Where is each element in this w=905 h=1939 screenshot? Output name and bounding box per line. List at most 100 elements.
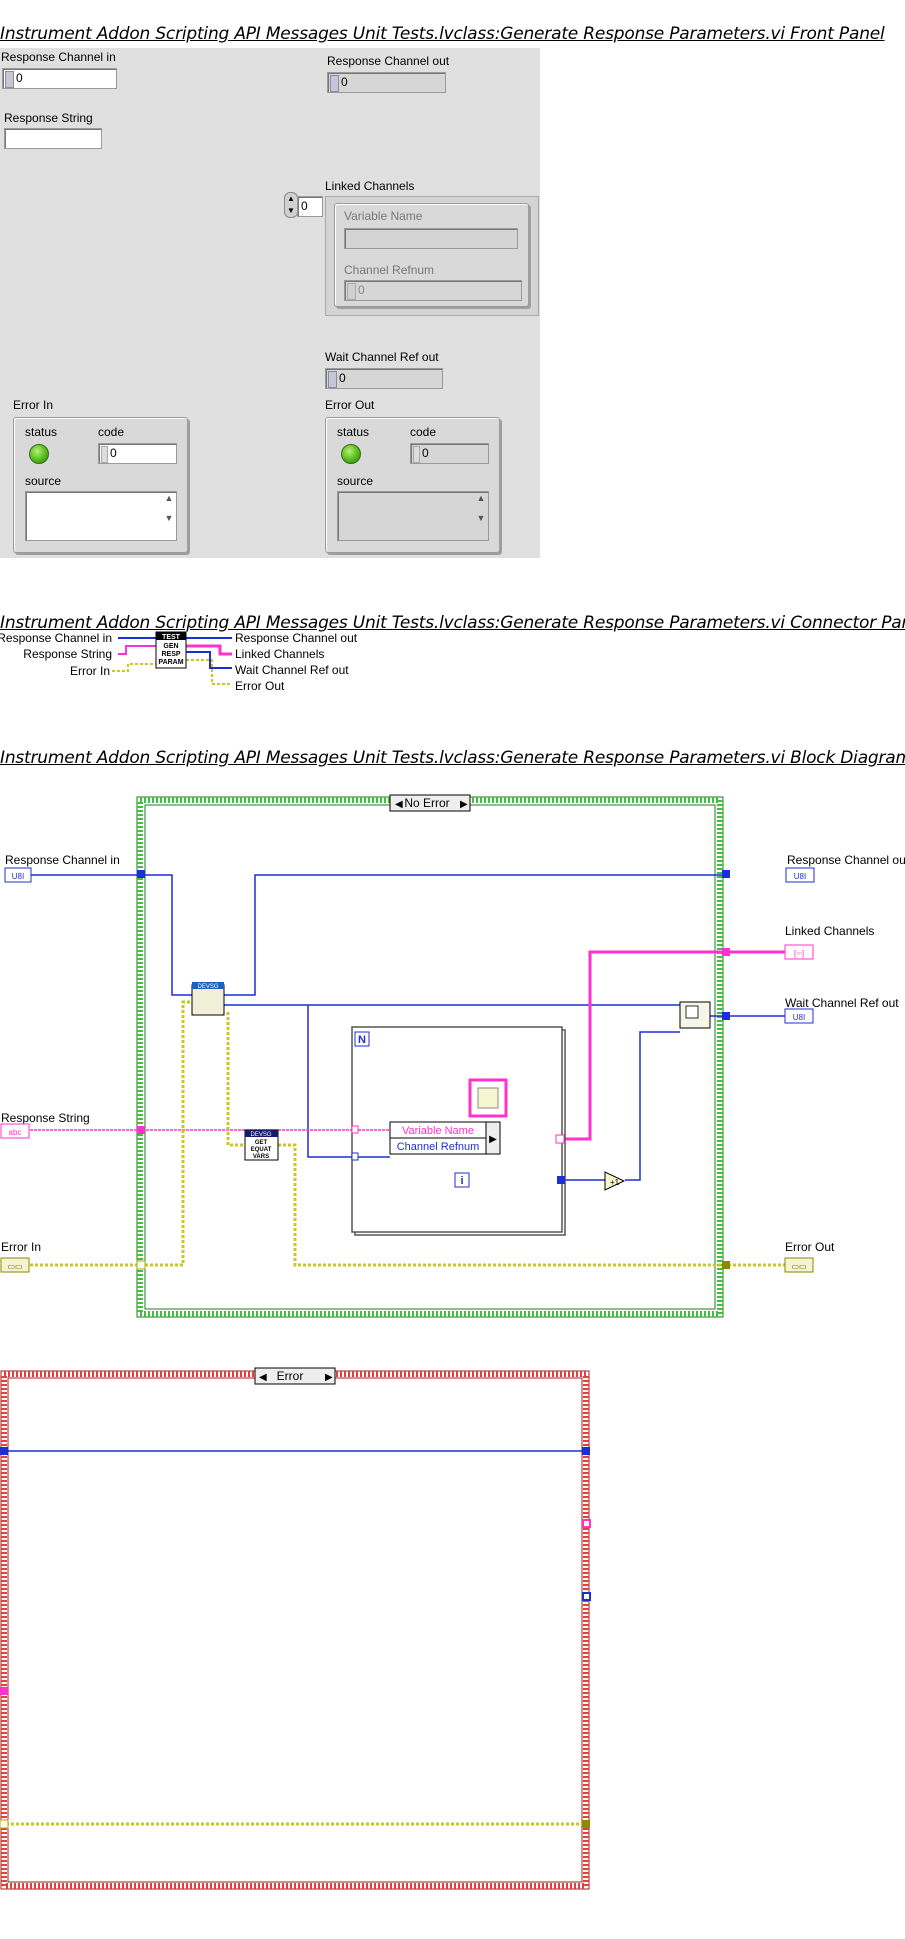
terminal-label-wait-channel-ref-out: Wait Channel Ref out xyxy=(785,996,899,1010)
error-out-status-label: status xyxy=(337,425,370,439)
terminal-error-out: ▭▭ xyxy=(784,1257,814,1273)
svg-text:▭▭: ▭▭ xyxy=(7,1262,22,1271)
wire-increment xyxy=(625,1031,680,1181)
case-selector[interactable]: ◀ ▶ Error xyxy=(254,1367,336,1385)
svg-text:U8I: U8I xyxy=(12,872,24,881)
block-diagram-error-case: ◀ ▶ Error xyxy=(0,1367,591,1890)
block-diagram-title: Instrument Addon Scripting API Messages … xyxy=(0,748,905,768)
wire-error xyxy=(112,663,156,672)
code-radix-icon xyxy=(413,446,420,463)
wire-string xyxy=(118,645,156,655)
error-out-cluster: status code 0 source ▲▼ xyxy=(325,417,500,553)
scrollbar[interactable]: ▲▼ xyxy=(476,493,486,523)
refnum-icon xyxy=(330,75,339,92)
bundle-by-name[interactable]: Variable Name Channel Refnum ▶ xyxy=(358,1121,501,1158)
wire-refnum xyxy=(186,651,232,669)
error-in-source-label: source xyxy=(25,474,62,488)
terminal-label-left: Response String xyxy=(23,647,112,661)
case-selector[interactable]: ◀ ▶ No Error xyxy=(389,794,471,812)
terminal-linked-channels: [▫▫] xyxy=(784,944,814,960)
svg-text:DEVSG: DEVSG xyxy=(197,984,218,990)
response-channel-in-label: Response Channel in xyxy=(1,50,116,64)
increment-node[interactable]: +1 xyxy=(604,1171,626,1191)
refnum-icon xyxy=(347,283,356,300)
error-out-label: Error Out xyxy=(325,398,375,412)
icon-line: TEST xyxy=(162,634,181,641)
response-channel-in-control[interactable]: 0 xyxy=(2,68,117,89)
channel-refnum-field: 0 xyxy=(344,280,522,301)
refnum-icon xyxy=(328,371,337,388)
linked-channels-array: Variable Name Channel Refnum 0 xyxy=(325,196,539,316)
error-out-code-label: code xyxy=(410,425,437,439)
svg-text:[▫▫]: [▫▫] xyxy=(794,949,804,958)
subvi-get-params[interactable]: DEVSG xyxy=(191,982,225,1016)
linked-channels-index[interactable]: 0 xyxy=(297,196,323,217)
front-panel: Response Channel in 0 Response String Re… xyxy=(0,48,540,558)
icon-line: RESP xyxy=(161,651,180,658)
wait-channel-node[interactable] xyxy=(679,1001,711,1029)
scrollbar[interactable]: ▲▼ xyxy=(164,493,174,523)
terminal-label-left: Response Channel in xyxy=(0,631,112,645)
terminal-label-right: Linked Channels xyxy=(235,647,324,661)
connector-pane-title: Instrument Addon Scripting API Messages … xyxy=(0,613,905,633)
error-in-status-led[interactable] xyxy=(29,444,49,464)
linked-channels-label: Linked Channels xyxy=(325,179,415,193)
terminal-response-channel-out: U8I xyxy=(785,867,815,883)
channel-refnum-label: Channel Refnum xyxy=(344,263,435,277)
increment-icon[interactable] xyxy=(5,71,14,88)
terminal-label-right: Error Out xyxy=(235,679,285,693)
error-in-cluster: status code 0 source ▲▼ xyxy=(13,417,188,553)
svg-text:▶: ▶ xyxy=(325,1372,333,1383)
svg-text:EQUAT: EQUAT xyxy=(251,1147,272,1153)
svg-text:i: i xyxy=(460,1175,463,1187)
terminal-wait-channel-ref-out: U8I xyxy=(784,1008,814,1024)
wire-response-channel-in xyxy=(30,874,192,996)
terminal-label-error-in: Error In xyxy=(1,1240,41,1254)
icon-line: GEN xyxy=(163,643,178,650)
class-constant-icon xyxy=(468,1078,508,1118)
error-in-source-field[interactable]: ▲▼ xyxy=(25,491,177,541)
svg-text:DEVSG: DEVSG xyxy=(250,1132,271,1138)
loop-count-terminal[interactable] xyxy=(354,1031,370,1047)
array-index-spinner-icon[interactable]: ▲▼ xyxy=(284,192,298,218)
terminal-label-response-string: Response String xyxy=(1,1111,90,1125)
block-diagram-main: ◀ ▶ No Error DEVSG DEVSG xyxy=(0,794,905,1318)
wire-string-array xyxy=(186,644,232,656)
terminal-label-left: Error In xyxy=(70,664,110,678)
response-channel-out-indicator: 0 xyxy=(327,72,446,93)
svg-text:▭▭: ▭▭ xyxy=(791,1262,806,1271)
terminal-label-linked-channels: Linked Channels xyxy=(785,924,874,938)
error-out-source-field: ▲▼ xyxy=(337,491,489,541)
terminal-response-channel-in[interactable]: U8I xyxy=(4,867,32,883)
response-channel-out-label: Response Channel out xyxy=(327,54,450,68)
subvi-get-equat-vars[interactable]: DEVSG GET EQUAT VARS xyxy=(244,1129,279,1161)
svg-text:GET: GET xyxy=(255,1140,268,1146)
svg-text:VARS: VARS xyxy=(253,1154,269,1160)
svg-text:+1: +1 xyxy=(610,1178,620,1187)
svg-text:▶: ▶ xyxy=(489,1134,497,1145)
error-out-source-label: source xyxy=(337,474,374,488)
error-out-status-led xyxy=(341,444,361,464)
bundle-field-variable-name: Variable Name xyxy=(402,1125,474,1137)
svg-text:U8I: U8I xyxy=(793,1013,805,1022)
svg-text:abc: abc xyxy=(9,1128,22,1137)
error-in-code-field[interactable]: 0 xyxy=(98,443,177,464)
response-string-label: Response String xyxy=(4,111,93,125)
terminal-error-in[interactable]: ▭▭ xyxy=(0,1257,30,1273)
error-in-status-label: status xyxy=(25,425,58,439)
svg-text:U8I: U8I xyxy=(794,872,806,881)
response-string-control[interactable] xyxy=(4,128,102,149)
wire-error-in xyxy=(30,1000,192,1267)
svg-text:◀: ◀ xyxy=(259,1372,267,1383)
code-radix-icon xyxy=(101,446,108,463)
front-panel-title: Instrument Addon Scripting API Messages … xyxy=(0,24,885,44)
terminal-response-string[interactable]: abc xyxy=(0,1123,30,1139)
svg-text:◀: ◀ xyxy=(395,799,403,810)
bundle-field-channel-refnum: Channel Refnum xyxy=(397,1141,480,1153)
variable-name-label: Variable Name xyxy=(344,209,423,223)
connector-pane: TEST GEN RESP PARAM Response Channel in … xyxy=(0,631,358,693)
error-in-label: Error In xyxy=(13,398,54,412)
variable-name-field xyxy=(344,228,518,249)
svg-text:▶: ▶ xyxy=(460,799,468,810)
error-in-code-label: code xyxy=(98,425,125,439)
